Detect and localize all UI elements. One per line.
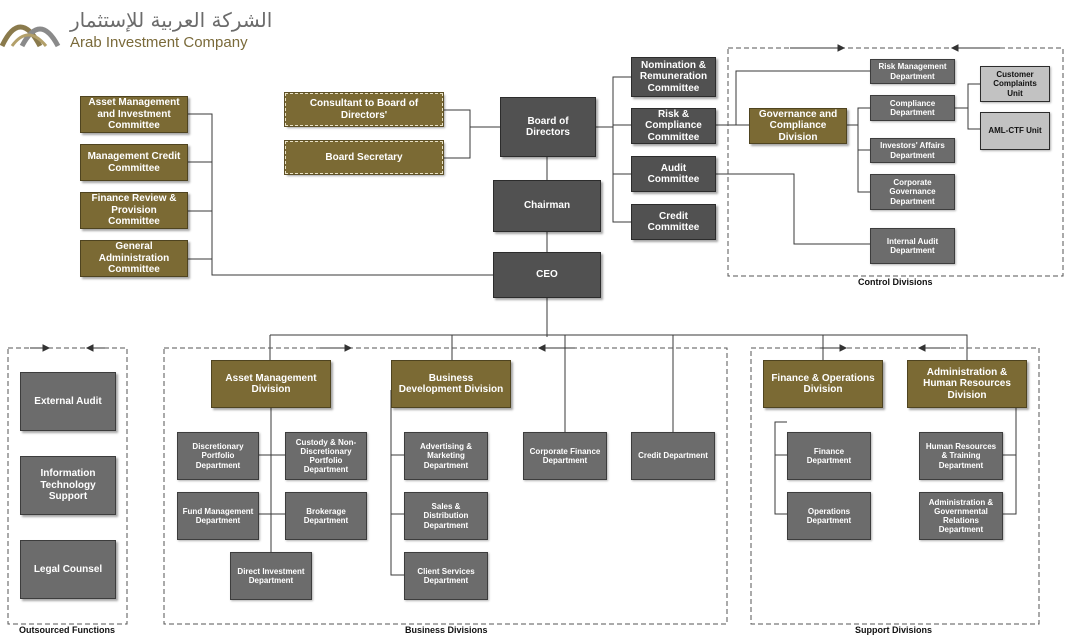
advertising-marketing-department[interactable]: Advertising & Marketing Department: [404, 432, 488, 480]
caption-outsourced-functions: Outsourced Functions: [19, 625, 116, 635]
chairman[interactable]: Chairman: [493, 180, 601, 232]
information-technology-support[interactable]: Information Technology Support: [20, 456, 116, 515]
direct-investment-department[interactable]: Direct Investment Department: [230, 552, 312, 600]
fund-management-department[interactable]: Fund Management Department: [177, 492, 259, 540]
aml-ctf-unit[interactable]: AML-CTF Unit: [980, 112, 1050, 150]
investors-affairs-department[interactable]: Investors' Affairs Department: [870, 138, 955, 163]
logo-mark-icon: [0, 24, 61, 48]
board-secretary[interactable]: Board Secretary: [284, 140, 444, 175]
asset-management-division[interactable]: Asset Management Division: [211, 360, 331, 408]
administration-governmental-relations-department[interactable]: Administration & Governmental Relations …: [919, 492, 1003, 540]
asset-management-investment-committee[interactable]: Asset Management and Investment Committe…: [80, 96, 188, 133]
risk-management-department[interactable]: Risk Management Department: [870, 59, 955, 84]
finance-operations-division[interactable]: Finance & Operations Division: [763, 360, 883, 408]
corporate-governance-department[interactable]: Corporate Governance Department: [870, 174, 955, 210]
administration-hr-division[interactable]: Administration & Human Resources Divisio…: [907, 360, 1027, 408]
risk-compliance-committee[interactable]: Risk & Compliance Committee: [631, 108, 716, 144]
corporate-finance-department[interactable]: Corporate Finance Department: [523, 432, 607, 480]
board-of-directors[interactable]: Board of Directors: [500, 97, 596, 157]
general-administration-committee[interactable]: General Administration Committee: [80, 240, 188, 277]
custody-non-discretionary-department[interactable]: Custody & Non-Discretionary Portfolio De…: [285, 432, 367, 480]
human-resources-training-department[interactable]: Human Resources & Training Department: [919, 432, 1003, 480]
discretionary-portfolio-department[interactable]: Discretionary Portfolio Department: [177, 432, 259, 480]
operations-department[interactable]: Operations Department: [787, 492, 871, 540]
finance-department[interactable]: Finance Department: [787, 432, 871, 480]
governance-compliance-division[interactable]: Governance and Compliance Division: [749, 108, 847, 144]
management-credit-committee[interactable]: Management Credit Committee: [80, 144, 188, 181]
credit-committee[interactable]: Credit Committee: [631, 204, 716, 240]
brokerage-department[interactable]: Brokerage Department: [285, 492, 367, 540]
caption-control-divisions: Control Divisions: [858, 277, 933, 287]
external-audit[interactable]: External Audit: [20, 372, 116, 431]
logo-arabic: الشركة العربية للإستثمار: [70, 8, 273, 32]
finance-review-provision-committee[interactable]: Finance Review & Provision Committee: [80, 192, 188, 229]
internal-audit-department[interactable]: Internal Audit Department: [870, 228, 955, 264]
logo-english: Arab Investment Company: [70, 34, 248, 51]
compliance-department[interactable]: Compliance Department: [870, 95, 955, 121]
sales-distribution-department[interactable]: Sales & Distribution Department: [404, 492, 488, 540]
audit-committee[interactable]: Audit Committee: [631, 156, 716, 192]
customer-complaints-unit[interactable]: Customer Complaints Unit: [980, 66, 1050, 102]
caption-business-divisions: Business Divisions: [405, 625, 488, 635]
credit-department[interactable]: Credit Department: [631, 432, 715, 480]
ceo[interactable]: CEO: [493, 252, 601, 298]
consultant-to-board[interactable]: Consultant to Board of Directors': [284, 92, 444, 127]
legal-counsel[interactable]: Legal Counsel: [20, 540, 116, 599]
business-development-division[interactable]: Business Development Division: [391, 360, 511, 408]
client-services-department[interactable]: Client Services Department: [404, 552, 488, 600]
caption-support-divisions: Support Divisions: [855, 625, 933, 635]
nomination-remuneration-committee[interactable]: Nomination & Remuneration Committee: [631, 57, 716, 97]
